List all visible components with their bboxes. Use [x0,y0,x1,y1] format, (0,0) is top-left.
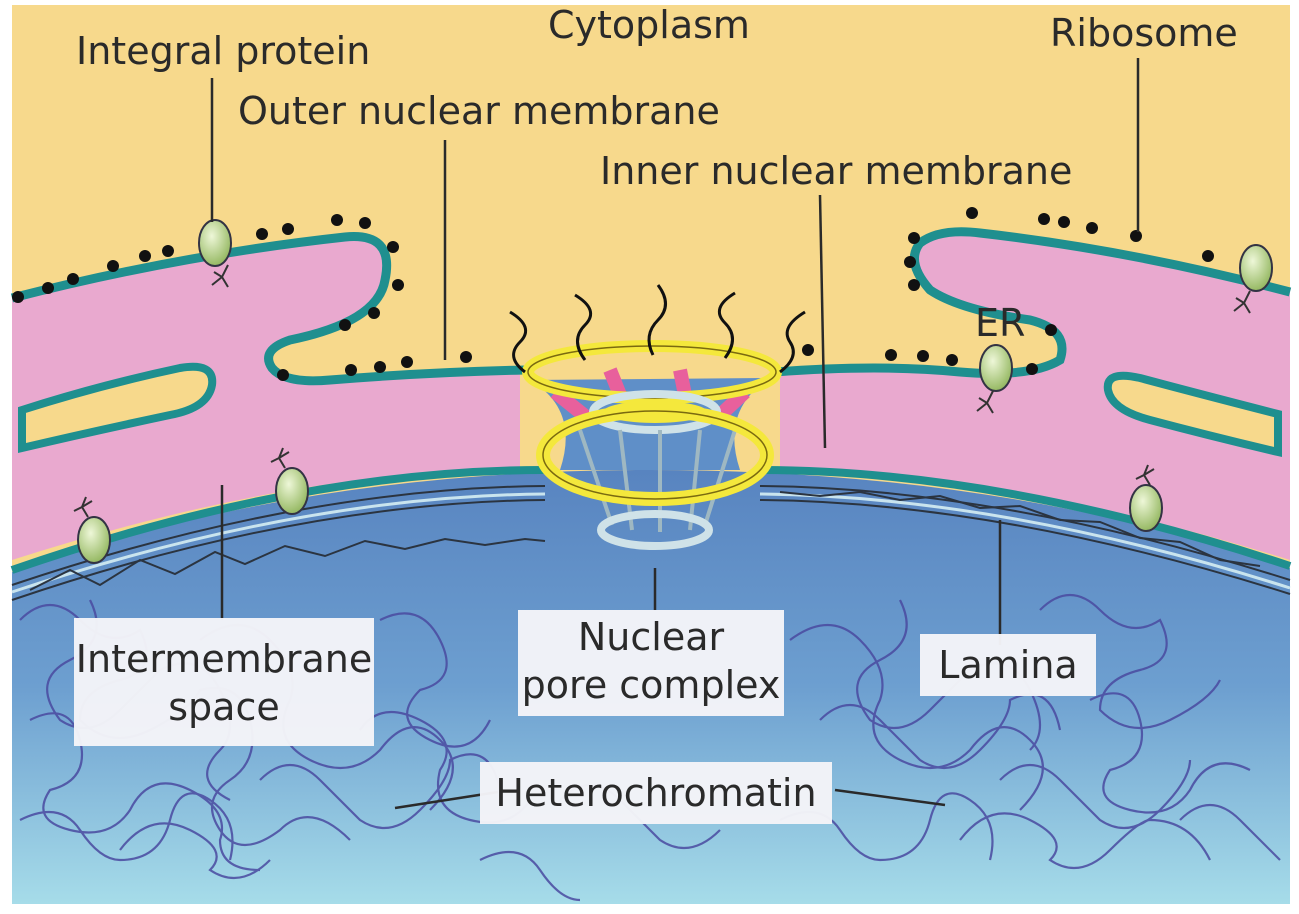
label-lamina: Lamina [938,643,1077,687]
label-cytoplasm: Cytoplasm [548,3,750,47]
label-ribosome: Ribosome [1050,11,1238,55]
label-er: ER [975,301,1025,345]
label-outer-nuclear-membrane: Outer nuclear membrane [238,89,720,133]
label-inner-nuclear-membrane: Inner nuclear membrane [600,149,1072,193]
label-intermembrane-line1: Intermembrane [76,637,372,681]
label-nuclear-pore-line2: pore complex [522,663,781,707]
label-heterochromatin: Heterochromatin [495,771,816,815]
label-nuclear-pore-line1: Nuclear [578,615,725,659]
label-integral-protein: Integral protein [76,29,370,73]
label-intermembrane-line2: space [168,685,279,729]
